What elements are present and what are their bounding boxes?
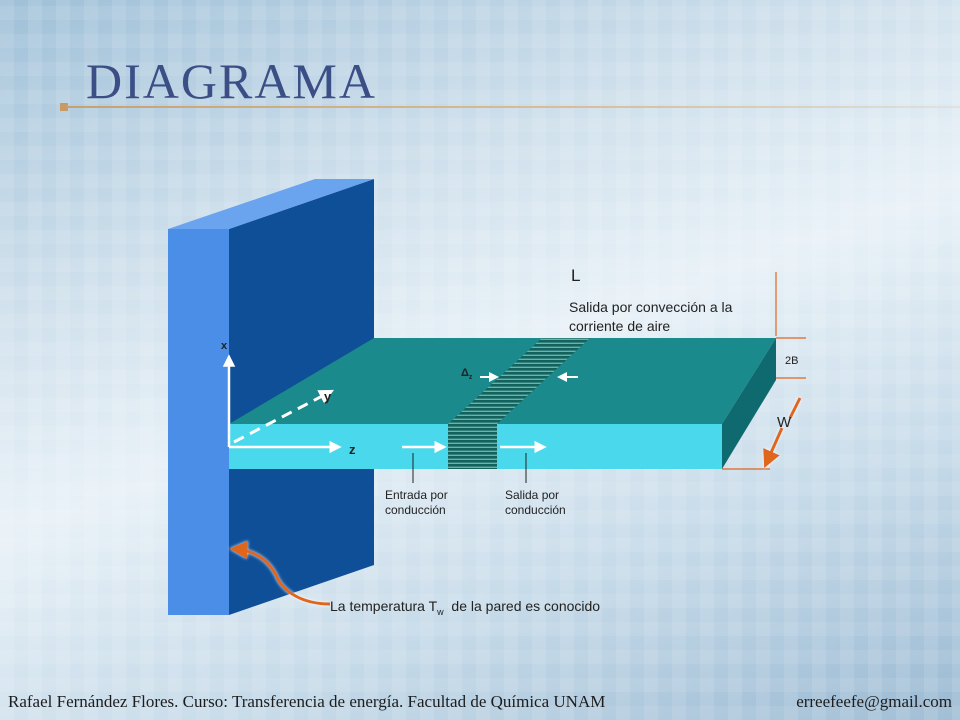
axis-z-label: z: [349, 442, 356, 457]
title-rule-marker: [60, 103, 68, 111]
y-axis-arrow: [233, 389, 334, 444]
delta-z-label: Δz: [461, 367, 472, 381]
width-arrow: [763, 427, 784, 469]
width-arrow-up: [788, 397, 802, 419]
conduction-in-label: Entrada por conducción: [385, 488, 448, 517]
length-label: L: [571, 266, 581, 285]
axis-x-label: x: [221, 340, 228, 352]
temp-prefix: La temperatura T: [330, 598, 438, 614]
wall-front: [168, 229, 229, 615]
delta-symbol: Δ: [461, 367, 469, 379]
wall-temperature-arrow: [229, 540, 331, 606]
axis-y-label: y: [324, 389, 332, 404]
fin-side: [722, 338, 776, 469]
wall-temperature-label: La temperatura Tw de la pared es conocid…: [330, 598, 600, 617]
wall-top: [168, 179, 374, 229]
temp-subscript: w: [437, 606, 444, 617]
element-front: [448, 424, 497, 469]
footer-credit: Rafael Fernández Flores. Curso: Transfer…: [8, 692, 606, 711]
width-label: W: [777, 414, 792, 431]
delta-subscript: z: [468, 374, 473, 382]
thickness-label: 2B: [785, 355, 799, 367]
title-rule: [66, 106, 960, 108]
slide-title: DIAGRAMA: [86, 53, 377, 109]
element-top: [448, 338, 590, 424]
convection-label: Salida por convección a la corriente de …: [569, 299, 733, 334]
conduction-out-label: Salida por conducción: [505, 488, 566, 517]
footer-email: erreefeefe@gmail.com: [796, 692, 952, 711]
temp-suffix: de la pared es conocido: [443, 598, 601, 614]
